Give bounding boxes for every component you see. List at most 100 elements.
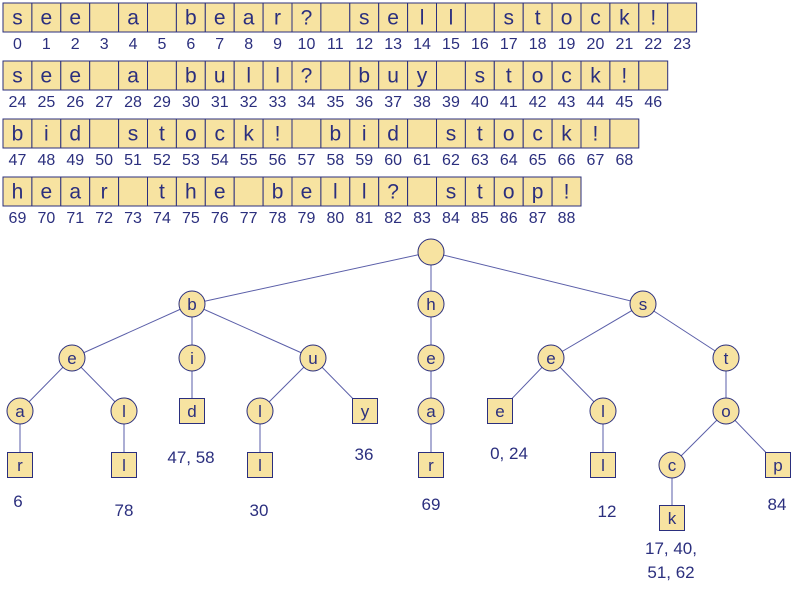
trie-leaf-node: p 84 [765, 452, 791, 514]
char-cell [493, 2, 524, 33]
char-cell [2, 176, 33, 207]
char-cell [60, 2, 91, 33]
char-label: b [358, 65, 370, 88]
char-index: 72 [95, 210, 113, 227]
trie-leaf-node: r6 [7, 452, 33, 511]
char-cell [118, 118, 148, 149]
trie-node: e [58, 344, 86, 372]
char-index: 17 [500, 36, 518, 53]
trie-edge [642, 303, 727, 359]
occurrence-label: 84 [768, 495, 787, 514]
char-label: t [159, 123, 165, 146]
char-index: 66 [558, 152, 576, 169]
char-index: 54 [211, 152, 229, 169]
char-label: k [619, 7, 630, 30]
char-label: s [446, 123, 457, 146]
char-cell [89, 118, 120, 149]
char-label: o [503, 123, 515, 146]
char-index: 69 [9, 210, 27, 227]
char-label: r [274, 7, 281, 30]
char-index: 57 [298, 152, 316, 169]
char-label: t [477, 181, 483, 204]
char-cell [436, 60, 466, 91]
node-label: a [426, 402, 436, 421]
char-index: 5 [157, 36, 166, 53]
char-label: s [359, 7, 370, 30]
char-index: 81 [355, 210, 373, 227]
char-cell [638, 60, 669, 91]
trie-leaf-node: l12 [590, 452, 616, 521]
char-cell [580, 2, 611, 33]
char-label: s [12, 65, 23, 88]
char-index: 86 [500, 210, 518, 227]
node-circle [417, 290, 445, 318]
trie-node: e [537, 344, 565, 372]
trie-node: h [417, 290, 445, 318]
char-label: b [272, 181, 284, 204]
char-cell [551, 118, 582, 149]
char-index: 82 [384, 210, 402, 227]
char-label: l [362, 181, 367, 204]
node-label: y [361, 402, 370, 421]
char-index: 73 [124, 210, 142, 227]
node-label: b [187, 295, 196, 314]
char-index: 32 [240, 94, 258, 111]
node-circle [537, 344, 565, 372]
char-label: a [69, 181, 81, 204]
char-label: k [590, 65, 601, 88]
char-index: 51 [124, 152, 142, 169]
node-label: h [426, 295, 435, 314]
char-label: ! [564, 181, 570, 204]
char-label: l [333, 181, 338, 204]
char-cell [291, 60, 322, 91]
char-index: 10 [298, 36, 316, 53]
char-cell [464, 2, 495, 33]
char-cell [291, 118, 322, 149]
char-cell [522, 118, 553, 149]
char-cell [233, 2, 264, 33]
char-label: ! [593, 123, 599, 146]
char-index: 13 [384, 36, 402, 53]
char-index: 71 [66, 210, 84, 227]
char-label: ! [650, 7, 656, 30]
node-circle [658, 451, 686, 479]
node-label: p [773, 456, 782, 475]
char-label: e [69, 65, 81, 88]
char-cell [204, 2, 235, 33]
char-cell [378, 176, 409, 207]
char-cell [2, 60, 33, 91]
char-cell [175, 2, 206, 33]
char-cell [291, 2, 322, 33]
char-index: 25 [37, 94, 55, 111]
char-index: 28 [124, 94, 142, 111]
node-label: s [639, 295, 648, 314]
node-circle [417, 344, 445, 372]
char-label: a [127, 65, 139, 88]
char-index: 45 [615, 94, 633, 111]
trie-edge [430, 251, 644, 305]
occurrence-label: 47, 58 [167, 448, 214, 467]
char-index: 55 [240, 152, 258, 169]
char-label: t [159, 181, 165, 204]
char-cell [60, 118, 91, 149]
occurrence-label: 36 [355, 445, 374, 464]
char-cell [204, 176, 235, 207]
char-index: 41 [500, 94, 518, 111]
char-index: 15 [442, 36, 460, 53]
node-square [352, 398, 378, 424]
node-square [487, 398, 513, 424]
trie-node: u [299, 344, 327, 372]
node-square [179, 398, 205, 424]
char-cell [407, 2, 438, 33]
char-cell [233, 118, 264, 149]
node-circle [6, 397, 34, 425]
char-cell [609, 118, 640, 149]
char-label: ! [621, 65, 627, 88]
char-index: 48 [37, 152, 55, 169]
node-label: e [495, 402, 504, 421]
char-cell [2, 2, 33, 33]
char-index: 4 [129, 36, 138, 53]
char-label: c [590, 7, 601, 30]
